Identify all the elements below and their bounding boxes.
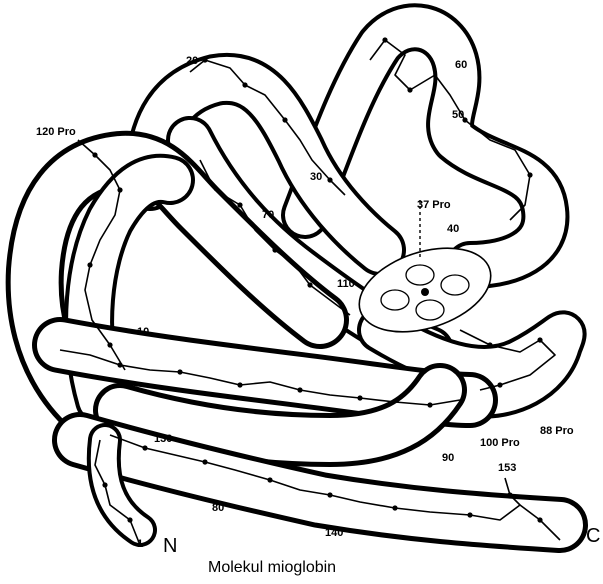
label-residue-37-pro: 37 Pro	[417, 199, 451, 211]
label-residue-130: 130	[154, 433, 172, 445]
label-residue-90: 90	[442, 452, 454, 464]
label-residue-40: 40	[447, 223, 459, 235]
label-residue-20: 20	[186, 55, 198, 67]
label-residue-110: 110	[337, 278, 355, 290]
label-residue-120-pro: 120 Pro	[36, 126, 76, 138]
figure-caption: Molekul mioglobin	[208, 559, 336, 576]
label-residue-60: 60	[455, 59, 467, 71]
label-residue-1: 1	[137, 538, 143, 550]
label-n-terminus: N	[163, 535, 177, 557]
label-residue-50: 50	[452, 109, 464, 121]
label-residue-140: 140	[325, 527, 343, 539]
label-residue-80: 80	[212, 502, 224, 514]
label-residue-30: 30	[310, 171, 322, 183]
label-residue-100-pro: 100 Pro	[480, 437, 520, 449]
heme-iron	[421, 288, 429, 296]
label-residue-88-pro: 88 Pro	[540, 425, 574, 437]
label-residue-10: 10	[137, 326, 149, 338]
label-residue-70: 70	[262, 209, 274, 221]
label-residue-153: 153	[498, 462, 516, 474]
label-c-terminus: C	[586, 525, 600, 547]
